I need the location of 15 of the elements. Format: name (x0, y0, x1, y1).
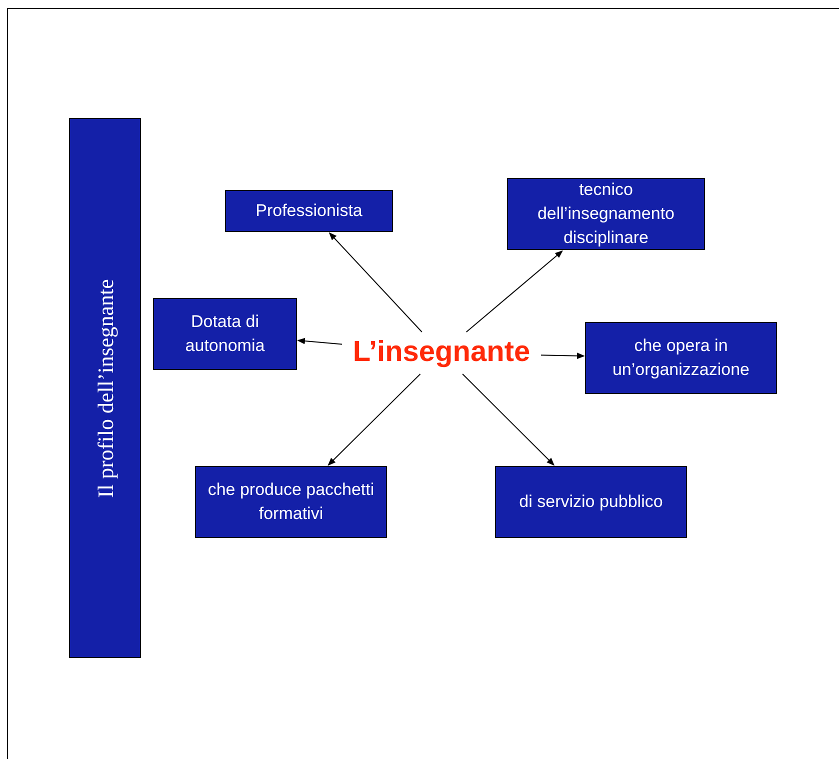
side-banner (69, 118, 141, 658)
concept-box: Professionista (225, 190, 393, 232)
arrow (540, 352, 585, 360)
concept-box: che produce pacchetti formativi (195, 466, 387, 538)
arrow (466, 250, 563, 332)
concept-box: che opera in un’organizzazione (585, 322, 777, 394)
arrow (328, 232, 422, 332)
central-title: L’insegnante (343, 333, 540, 373)
arrow (297, 338, 342, 345)
arrow (328, 374, 421, 466)
concept-box: tecnico dell’insegnamento disciplinare (507, 178, 705, 250)
concept-box: Dotata di autonomia (153, 298, 297, 370)
banner-title: Il profilo dell’insegnante (92, 278, 119, 498)
concept-box: di servizio pubblico (495, 466, 687, 538)
arrow (462, 374, 555, 466)
